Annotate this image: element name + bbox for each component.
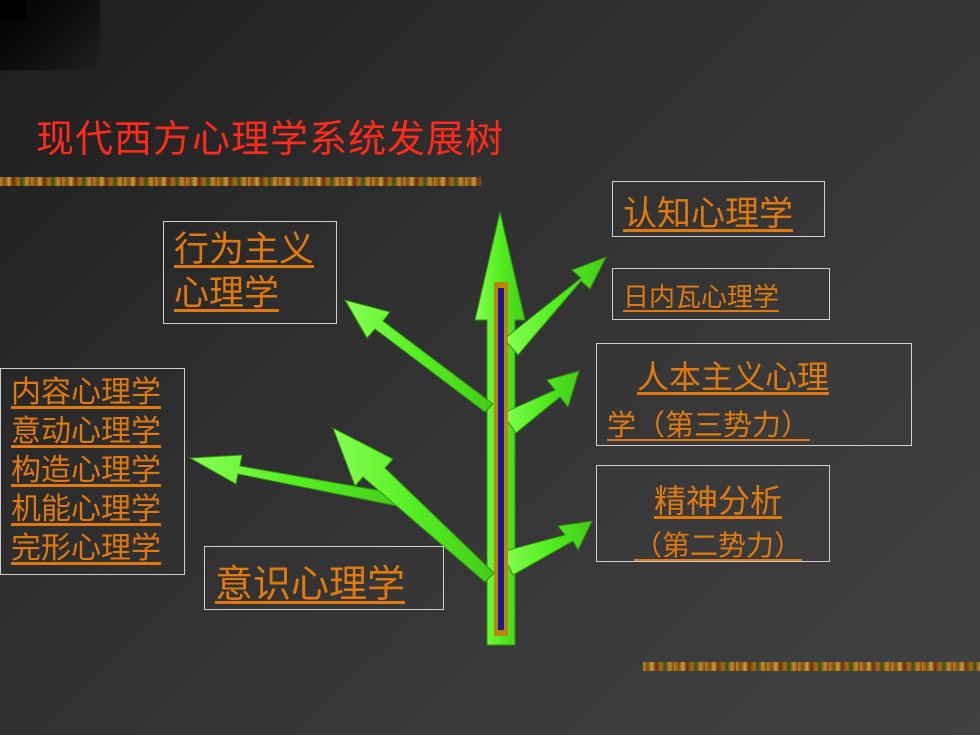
corner-block	[0, 0, 26, 20]
branch-behaviorism	[343, 299, 494, 413]
node-behaviorism-line2: 心理学	[174, 274, 280, 314]
branch-schools	[188, 454, 406, 508]
branch-psychoanalysis	[500, 520, 593, 576]
node-cognitive-psychology[interactable]: 认知心理学	[612, 181, 825, 237]
node-schools-list[interactable]: 内容心理学 意动心理学 构造心理学 机能心理学 完形心理学	[0, 368, 185, 575]
branch-consciousness	[332, 426, 495, 583]
trunk-core-inner	[498, 288, 504, 630]
node-consciousness-psychology[interactable]: 意识心理学	[204, 546, 444, 610]
school-item[interactable]: 内容心理学	[11, 375, 161, 410]
node-cognitive-label: 认知心理学	[623, 194, 793, 234]
node-geneva-label: 日内瓦心理学	[623, 283, 780, 313]
node-behaviorism[interactable]: 行为主义 心理学	[163, 221, 337, 324]
node-behaviorism-line1: 行为主义	[174, 230, 315, 270]
school-item[interactable]: 完形心理学	[11, 531, 161, 566]
node-geneva-psychology[interactable]: 日内瓦心理学	[612, 268, 830, 320]
node-psychoanalysis[interactable]: 精神分析 （第二势力）	[596, 465, 830, 562]
decorative-stripe-bottom	[643, 662, 980, 671]
node-humanistic-line2: 学（第三势力）	[607, 408, 811, 442]
node-humanistic-line1: 人本主义心理	[637, 358, 830, 396]
slide-title: 现代西方心理学系统发展树	[36, 117, 505, 161]
school-item[interactable]: 意动心理学	[11, 414, 161, 449]
school-item[interactable]: 构造心理学	[11, 453, 161, 488]
node-psychoanalysis-line2: （第二势力）	[633, 529, 802, 562]
node-humanistic-psychology[interactable]: 人本主义心理 学（第三势力）	[596, 343, 912, 446]
node-psychoanalysis-line1: 精神分析	[653, 482, 782, 520]
node-consciousness-label: 意识心理学	[215, 562, 406, 606]
decorative-stripe-top	[0, 177, 481, 186]
branch-cognitive	[503, 256, 608, 356]
branch-humanistic	[500, 370, 580, 434]
school-item[interactable]: 机能心理学	[11, 492, 161, 527]
